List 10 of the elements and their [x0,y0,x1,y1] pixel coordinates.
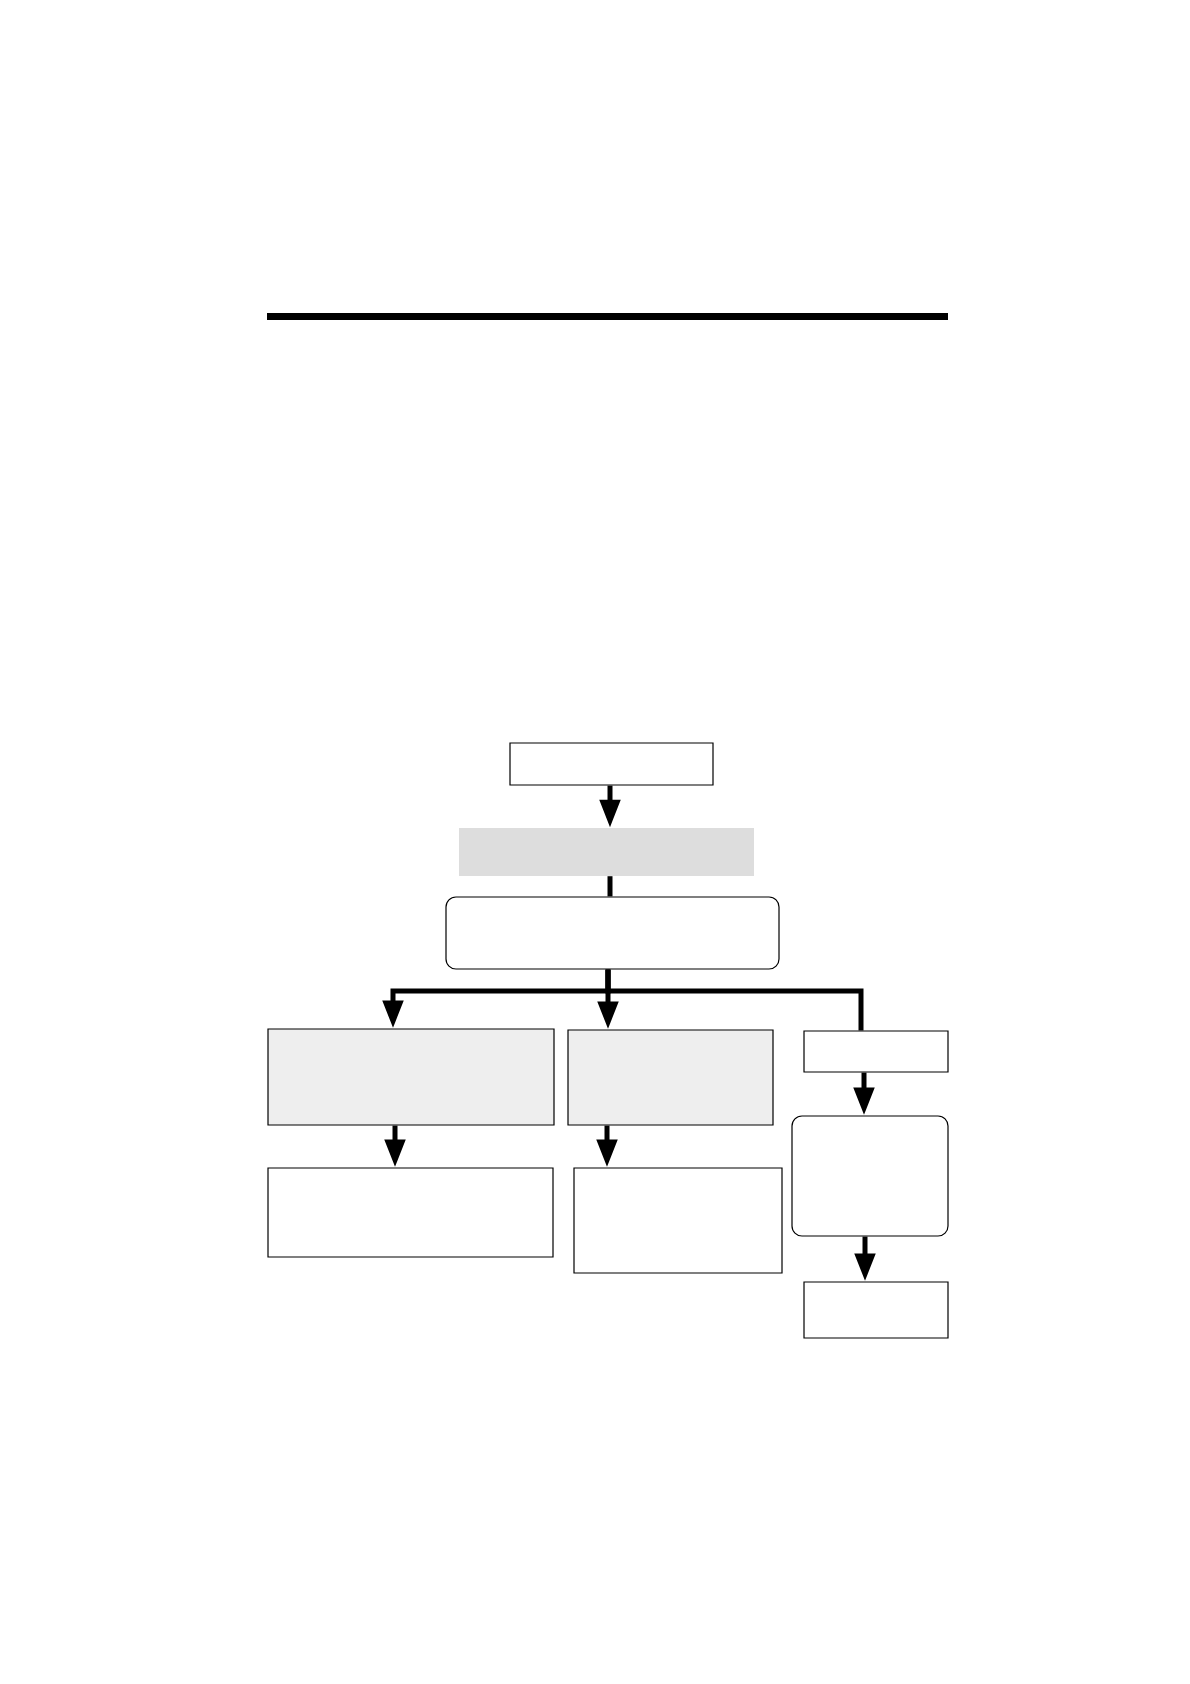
rounded-box [791,1115,949,1237]
process-box [267,1028,555,1126]
process-box [459,828,754,876]
process-box [803,1281,949,1339]
process-box [573,1167,783,1274]
rounded-box [445,896,780,970]
process-box [509,742,714,786]
process-box [267,1167,554,1258]
process-box [803,1030,949,1073]
process-box [567,1029,774,1126]
